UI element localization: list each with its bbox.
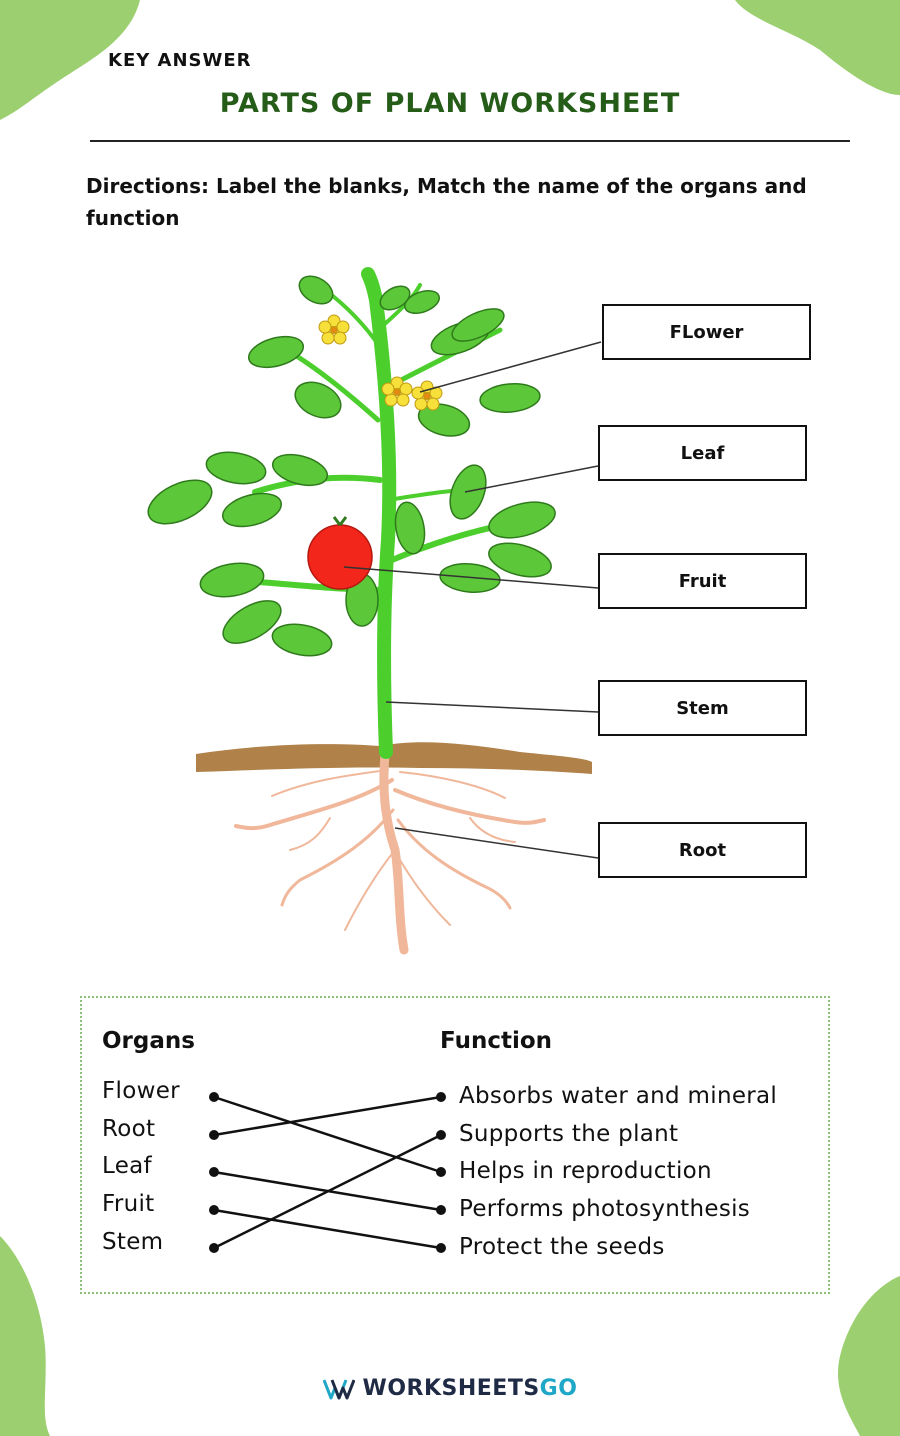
worksheetsgo-logo-icon <box>322 1378 355 1399</box>
label-box-leaf: Leaf <box>598 425 807 481</box>
plant-flowers <box>318 314 443 411</box>
label-box-flower: FLower <box>602 304 811 360</box>
matching-section <box>80 996 830 1294</box>
directions-text: Directions: Label the blanks, Match the … <box>86 174 807 230</box>
corner-blob-bottom-left <box>0 1236 50 1436</box>
brand-name-part2: GO <box>539 1376 578 1401</box>
label-leader-lines <box>343 341 602 859</box>
label-box-fruit: Fruit <box>598 553 807 609</box>
organ-item: Fruit <box>102 1191 155 1217</box>
soil-strip <box>196 742 592 774</box>
organ-item: Root <box>102 1116 156 1142</box>
organs-heading: Organs <box>102 1028 195 1054</box>
function-heading: Function <box>440 1028 553 1054</box>
tomato-calyx <box>332 516 348 526</box>
label-box-root: Root <box>598 822 807 878</box>
page-title: PARTS OF PLAN WORKSHEET <box>219 88 681 119</box>
plant-diagram <box>147 267 602 955</box>
function-item: Helps in reproduction <box>459 1158 712 1184</box>
label-box-stem: Stem <box>598 680 807 736</box>
corner-blob-top-right <box>735 0 900 95</box>
plant-leaves <box>147 275 556 657</box>
tomato-fruit <box>307 524 373 590</box>
key-answer-label: KEY ANSWER <box>108 50 252 71</box>
brand-logo: WORKSHEETSGO <box>0 1376 900 1401</box>
organ-item: Leaf <box>102 1153 152 1179</box>
function-item: Protect the seeds <box>459 1234 665 1260</box>
function-item: Performs photosynthesis <box>459 1196 751 1222</box>
plant-roots <box>234 750 546 955</box>
function-item: Absorbs water and mineral <box>459 1083 778 1109</box>
brand-name-part1: WORKSHEETS <box>362 1376 540 1401</box>
organ-item: Flower <box>102 1078 180 1104</box>
corner-blob-bottom-right <box>838 1276 900 1436</box>
title-divider <box>90 140 850 142</box>
corner-blob-top-left <box>0 0 140 120</box>
organ-item: Stem <box>102 1229 164 1255</box>
function-item: Supports the plant <box>459 1121 679 1147</box>
